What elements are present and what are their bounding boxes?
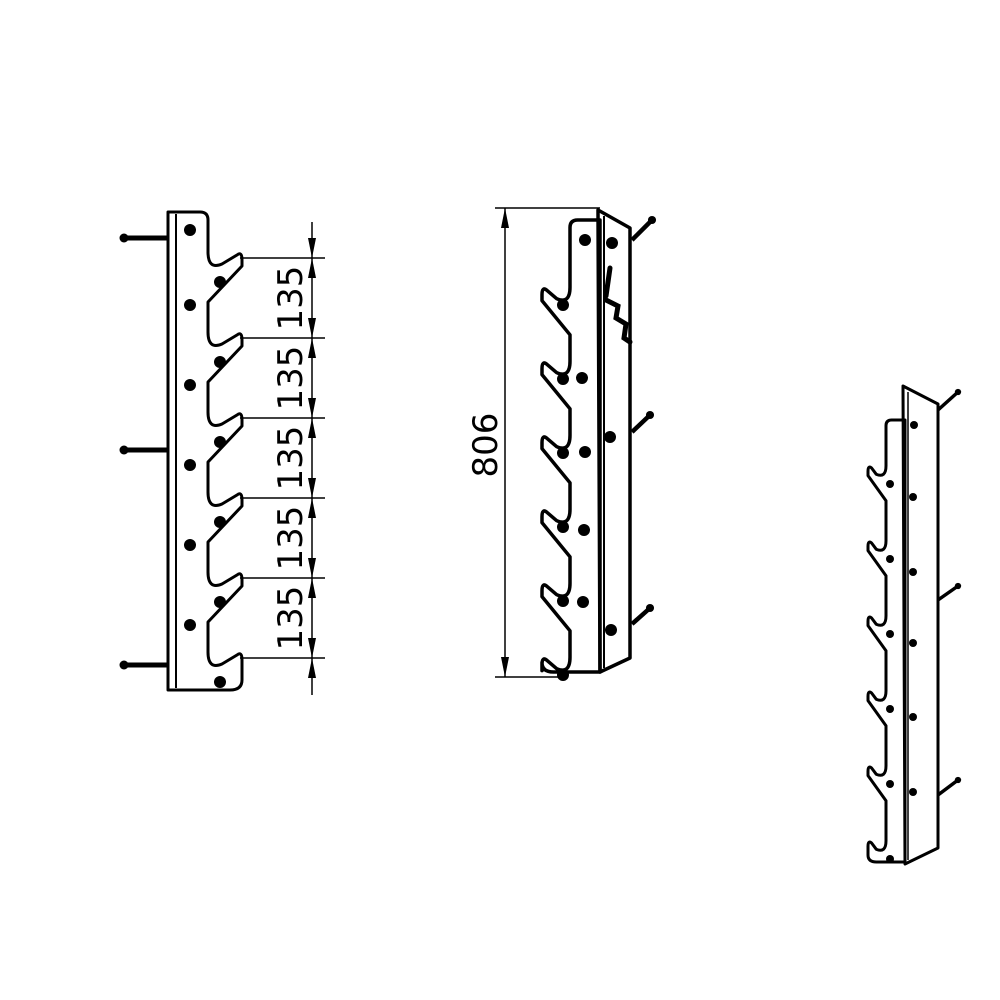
brand-logo [603,265,633,345]
mounting-hole [910,421,918,429]
dimension-arrow [308,478,316,498]
mounting-hole [909,713,917,721]
mounting-hole [578,524,590,536]
dimension-arrow [308,258,316,278]
wall-anchor-pin [630,218,654,242]
mounting-hole [576,372,588,384]
dimension-arrow [308,638,316,658]
mounting-hole [909,788,917,796]
wall-anchor-pin [936,390,960,412]
wall-anchor-head [119,660,129,670]
rack-flange [596,208,632,674]
mounting-hole [214,676,226,688]
dim-label-4: 135 [271,506,311,571]
dimension-arrow [308,418,316,438]
dimension-arrow [501,657,509,677]
mounting-hole [214,436,226,448]
mounting-hole [214,596,226,608]
wall-anchor-head [119,233,129,243]
mounting-hole [184,299,196,311]
rack-plate-outline [166,210,244,692]
rack-plate-outline [866,418,907,864]
mounting-hole [214,356,226,368]
mounting-hole [886,555,894,563]
mounting-hole [909,493,917,501]
dimension-lines [240,207,600,695]
mounting-hole [557,373,569,385]
mounting-hole [577,596,589,608]
mounting-hole [909,568,917,576]
mounting-hole [184,539,196,551]
mounting-hole [604,431,616,443]
dimension-arrow [308,338,316,358]
wall-anchor-head [954,582,962,590]
mounting-hole [886,630,894,638]
rack-front-view [119,210,244,692]
dim-label-2: 135 [271,346,311,411]
wall-anchor-head [645,603,655,613]
dimension-arrow [501,208,509,228]
mounting-hole [214,276,226,288]
dimension-arrow [308,238,316,258]
mounting-hole [184,619,196,631]
dimension-arrow [308,318,316,338]
mounting-hole [579,234,591,246]
mounting-hole [557,669,569,681]
mounting-hole [886,480,894,488]
mounting-hole [214,516,226,528]
mounting-hole [184,459,196,471]
dimension-arrow [308,578,316,598]
mounting-hole [557,521,569,533]
mounting-hole [557,447,569,459]
rack-isometric-view [540,208,657,681]
dimension-arrow [308,498,316,518]
mounting-hole [184,379,196,391]
mounting-hole [605,624,617,636]
wall-anchor-pin [630,413,652,434]
mounting-hole [909,639,917,647]
mounting-hole [184,224,196,236]
rack-flange [901,384,940,866]
mounting-hole [886,705,894,713]
mounting-hole [579,446,591,458]
overall-height-label: 806 [466,413,506,478]
dimension-arrow [308,558,316,578]
mounting-hole [557,595,569,607]
wall-anchor-head [645,410,655,420]
rack-plate-outline [540,218,602,674]
wall-anchor-head [119,445,129,455]
wall-anchor-pin [936,584,960,602]
dimension-arrow [308,658,316,678]
dim-label-1: 135 [271,266,311,331]
wall-anchor-pin [936,778,960,797]
mounting-hole [557,299,569,311]
mounting-hole [606,237,618,249]
mounting-hole [886,855,894,863]
mounting-hole [886,780,894,788]
rack-small-isometric-view [866,384,962,866]
wall-anchor-head [954,776,962,784]
dim-label-5: 135 [271,586,311,651]
wall-anchor-head [647,215,657,225]
wall-anchor-head [954,388,962,396]
dimension-arrow [308,398,316,418]
dim-label-3: 135 [271,426,311,491]
